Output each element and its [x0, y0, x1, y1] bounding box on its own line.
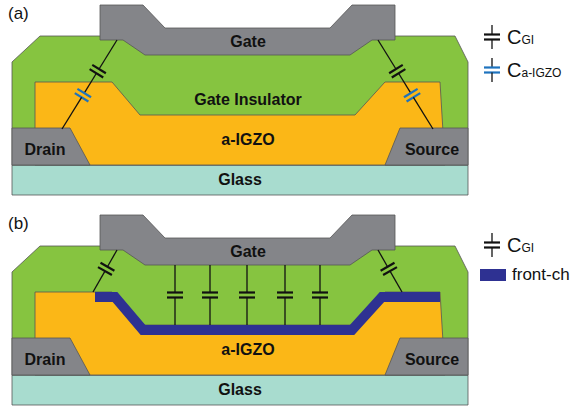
wire	[62, 97, 82, 129]
wire	[209, 298, 210, 326]
layer-region: Drain	[19, 140, 72, 160]
layer-region: Source	[399, 350, 466, 370]
wire	[390, 271, 402, 292]
legend-item: CGI	[507, 233, 534, 257]
layer-region: a-IGZO	[215, 340, 281, 360]
wire	[99, 40, 117, 69]
wire	[491, 25, 492, 35]
gate-electrode	[100, 5, 395, 55]
layer-label: Gate	[227, 243, 269, 261]
layer-region: Gate Insulator	[188, 90, 308, 110]
capacitor-plate	[277, 291, 293, 293]
wire	[413, 97, 433, 129]
wire	[319, 298, 320, 326]
wire	[174, 265, 175, 293]
layer-region: Gate	[224, 32, 272, 52]
wire	[209, 265, 210, 293]
wire	[378, 40, 396, 69]
legend-item: Ca-IGZO	[507, 58, 561, 82]
capacitor-plate	[98, 267, 112, 275]
wire	[93, 271, 105, 292]
layer-label: Source	[402, 141, 463, 159]
panel-label: (b)	[8, 214, 29, 234]
layer-label: Glass	[215, 171, 265, 189]
wire	[246, 298, 247, 326]
layer-region: Glass	[212, 380, 268, 400]
legend-text: CGI	[507, 234, 534, 257]
capacitor-plate	[484, 66, 500, 68]
wire	[84, 73, 96, 93]
capacitor-plate	[407, 93, 421, 101]
capacitor-plate	[75, 93, 89, 101]
wire	[378, 250, 388, 267]
source-electrode	[385, 338, 468, 375]
wire	[107, 250, 117, 267]
wire	[284, 298, 285, 326]
legend-item: CGI	[507, 25, 534, 49]
wire	[491, 248, 492, 258]
layer-label: a-IGZO	[218, 341, 278, 359]
glass-substrate	[12, 375, 468, 405]
wire	[319, 265, 320, 293]
igzo-layer	[35, 82, 445, 165]
source-electrode	[385, 128, 468, 165]
layer-region: Source	[399, 140, 466, 160]
layer-label: Gate	[227, 33, 269, 51]
capacitor-plate	[90, 69, 104, 77]
igzo-layer	[35, 292, 445, 375]
layer-label: Drain	[22, 351, 69, 369]
capacitor-plate	[484, 241, 500, 243]
legend-text: CGI	[507, 26, 534, 49]
wire	[491, 73, 492, 83]
layer-label: Drain	[22, 141, 69, 159]
panel-label: (a)	[8, 4, 29, 24]
legend-text: Ca-IGZO	[507, 59, 561, 82]
capacitor-plate	[392, 69, 406, 77]
drain-electrode	[12, 128, 90, 165]
layer-region: Drain	[19, 350, 72, 370]
layer-region: Glass	[212, 170, 268, 190]
capacitor-plate	[383, 267, 397, 275]
layer-label: Source	[402, 351, 463, 369]
layer-region: Gate	[224, 242, 272, 262]
wire	[246, 265, 247, 293]
capacitor-plate	[239, 291, 255, 293]
front-channel	[95, 297, 440, 330]
legend-swatch	[480, 269, 506, 281]
capacitor-plate	[167, 291, 183, 293]
layer-label: a-IGZO	[218, 131, 278, 149]
wire	[491, 58, 492, 68]
legend-text: front-ch	[512, 265, 570, 285]
wire	[284, 265, 285, 293]
gate-electrode	[100, 215, 395, 265]
capacitor-plate	[312, 291, 328, 293]
capacitor-plate	[202, 291, 218, 293]
drain-electrode	[12, 338, 90, 375]
layer-label: Glass	[215, 381, 265, 399]
wire	[399, 73, 411, 93]
capacitor-plate	[484, 33, 500, 35]
glass-substrate	[12, 165, 468, 195]
legend-item: front-ch	[480, 263, 570, 287]
wire	[174, 298, 175, 326]
layer-region: a-IGZO	[215, 130, 281, 150]
wire	[491, 233, 492, 243]
wire	[491, 40, 492, 50]
layer-label: Gate Insulator	[191, 91, 305, 109]
